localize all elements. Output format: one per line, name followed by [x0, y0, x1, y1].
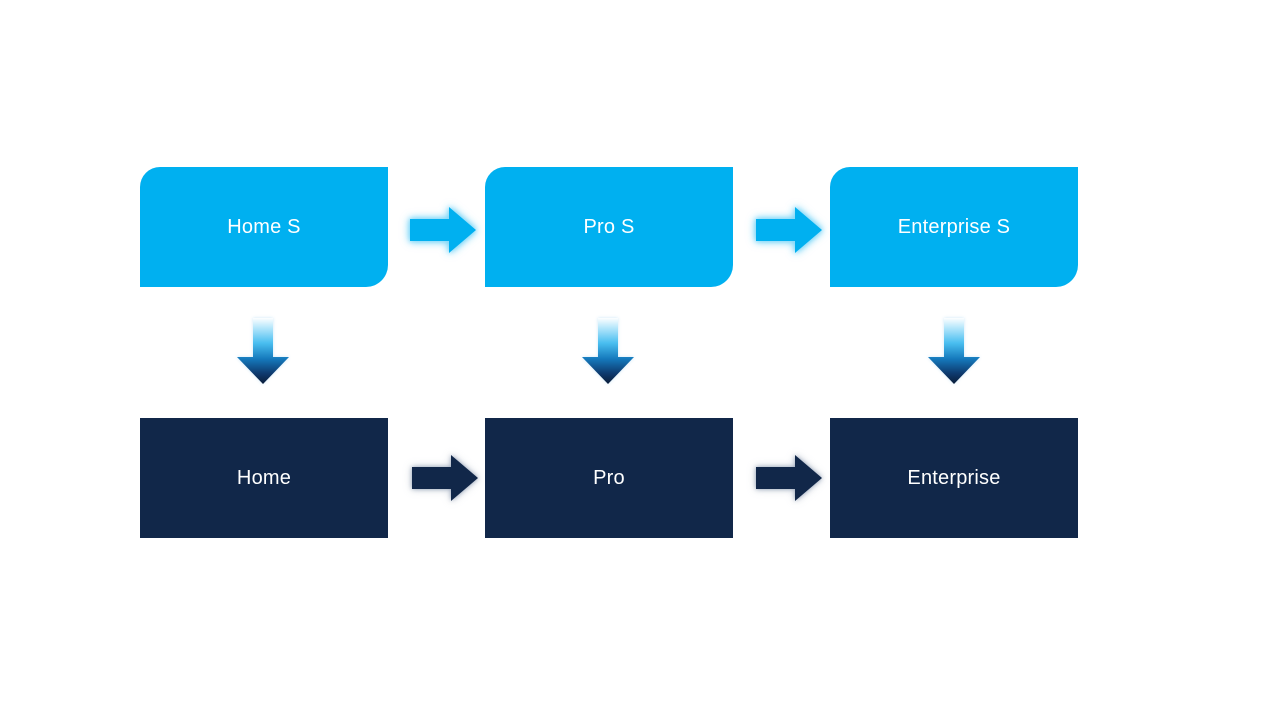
- node-home-label: Home: [236, 466, 292, 489]
- node-pro-s: Pro S: [485, 167, 733, 287]
- down-arrow-icon-enterprise-s-to-enterprise: [928, 318, 980, 384]
- node-pro-label: Pro: [593, 466, 625, 489]
- right-arrow-icon-home-s-to-pro-s: [410, 207, 476, 253]
- node-home-s: Home S: [140, 167, 388, 287]
- down-arrow-icon-pro-s-to-pro: [582, 318, 634, 384]
- node-enterprise-s: Enterprise S: [830, 167, 1078, 287]
- node-pro: Pro: [485, 418, 733, 538]
- node-home: Home: [140, 418, 388, 538]
- right-arrow-icon-home-to-pro: [412, 455, 478, 501]
- node-enterprise-label: Enterprise: [907, 466, 1001, 489]
- node-pro-s-label: Pro S: [583, 215, 635, 238]
- node-enterprise-s-label: Enterprise S: [897, 215, 1011, 238]
- node-home-s-label: Home S: [227, 215, 301, 238]
- node-enterprise: Enterprise: [830, 418, 1078, 538]
- right-arrow-icon-pro-to-enterprise: [756, 455, 822, 501]
- down-arrow-icon-home-s-to-home: [237, 318, 289, 384]
- right-arrow-icon-pro-s-to-enterprise-s: [756, 207, 822, 253]
